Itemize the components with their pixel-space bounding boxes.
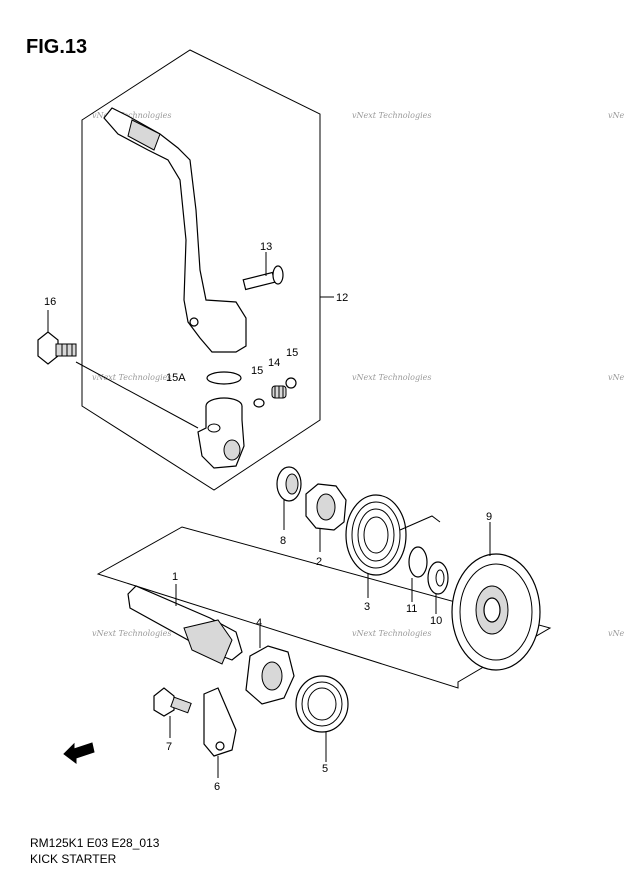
bolt-7 xyxy=(153,687,192,738)
spring-14 xyxy=(271,385,287,399)
ratchet-4 xyxy=(245,626,295,705)
kick-spring-3 xyxy=(345,494,441,598)
bolt-16 xyxy=(37,310,199,429)
callout-14: 14 xyxy=(268,357,280,369)
ball-15b xyxy=(285,377,297,389)
kick-lever xyxy=(103,107,247,353)
callout-3: 3 xyxy=(364,601,370,613)
callout-4: 4 xyxy=(256,617,262,629)
kick-shaft-1 xyxy=(127,584,243,665)
bolt-13 xyxy=(242,252,284,291)
figure-code: RM125K1 E03 E28_013 xyxy=(30,836,160,850)
watermark: vNext Technologies xyxy=(352,111,431,120)
o-ring-15a xyxy=(206,371,242,385)
callout-15a: 15A xyxy=(166,372,186,384)
callout-15: 15 xyxy=(286,347,298,359)
callout-9: 9 xyxy=(486,511,492,523)
watermark: vNext Technologies xyxy=(352,629,431,638)
watermark: vNext Technologies xyxy=(608,373,624,382)
watermark: vNext Technologies xyxy=(608,629,624,638)
callout-10: 10 xyxy=(430,615,442,627)
fwd-arrow-icon xyxy=(63,742,95,764)
callout-11: 11 xyxy=(406,603,417,615)
oil-seal-8 xyxy=(276,466,302,530)
watermark: vNext Technologies xyxy=(608,111,624,120)
ball-15 xyxy=(253,398,265,408)
figure-title: FIG.13 xyxy=(26,36,88,58)
watermark: vNext Technologies xyxy=(92,629,171,638)
kick-gear-9 xyxy=(451,522,541,671)
ratchet-spring-5 xyxy=(295,675,349,762)
callout-15-lower: 15 xyxy=(251,365,263,377)
callout-16: 16 xyxy=(44,296,56,308)
circlip-11 xyxy=(408,546,428,602)
watermark: vNext Technologies xyxy=(92,373,171,382)
callout-8: 8 xyxy=(280,535,286,547)
washer-10 xyxy=(427,561,449,614)
callout-1: 1 xyxy=(172,571,178,583)
figure-name: KICK STARTER xyxy=(30,852,117,866)
callout-2: 2 xyxy=(316,556,322,568)
callout-12: 12 xyxy=(336,292,348,304)
callout-7: 7 xyxy=(166,741,172,753)
callout-13: 13 xyxy=(260,241,272,253)
watermark: vNext Technologies xyxy=(92,111,171,120)
kick-boss xyxy=(197,397,245,469)
watermark: vNext Technologies xyxy=(352,373,431,382)
callout-6: 6 xyxy=(214,781,220,793)
callout-5: 5 xyxy=(322,763,328,775)
stopper-plate-6 xyxy=(203,687,237,778)
kick-lever-group-frame xyxy=(81,49,321,491)
spring-guide-2 xyxy=(305,483,347,552)
